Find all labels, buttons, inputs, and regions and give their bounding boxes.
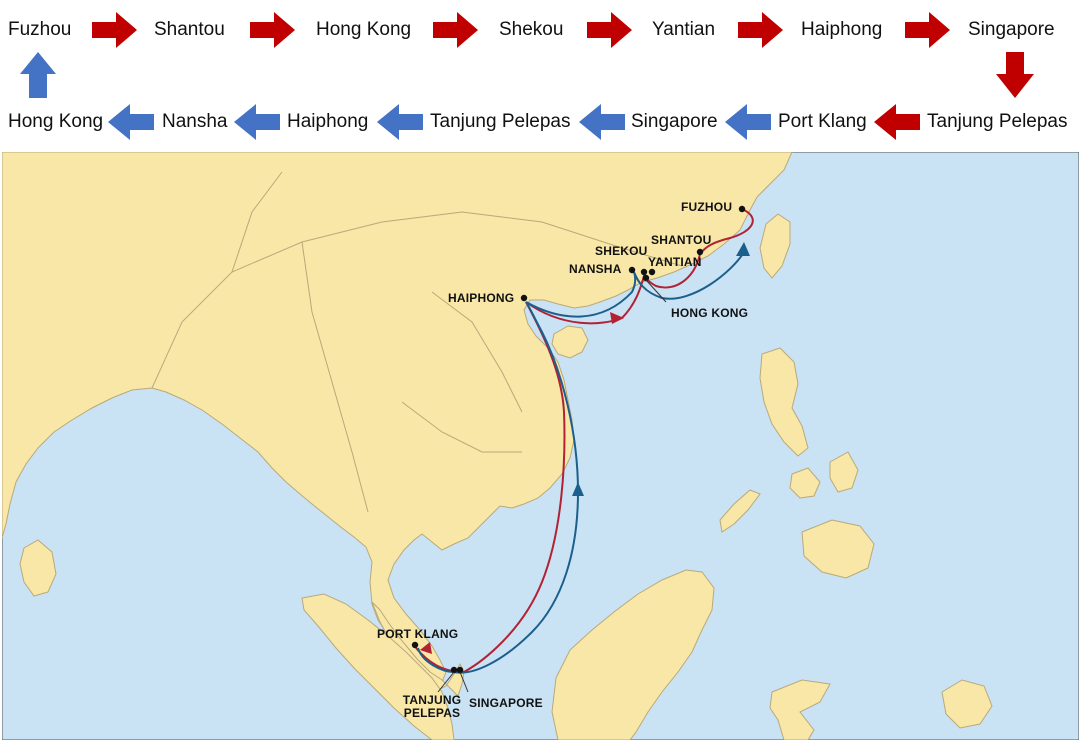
arrow-right-icon: [905, 12, 950, 48]
rotation-port-tanjung-pelepas: Tanjung Pelepas: [927, 111, 1068, 132]
port-dot-shantou: [696, 248, 704, 256]
port-dot-nansha: [628, 266, 636, 274]
rotation-port-singapore: Singapore: [968, 19, 1055, 40]
port-dot-haiphong: [520, 294, 528, 302]
label-leaders: [437, 279, 667, 693]
map-label-fuzhou: FUZHOU: [681, 200, 733, 214]
port-dot-singapore: [456, 666, 464, 674]
rotation-port-tanjung-pelepas-return: Tanjung Pelepas: [430, 111, 571, 132]
return-direction-arrow: [572, 482, 584, 496]
arrow-left-icon: [579, 104, 625, 140]
arrow-up-icon: [20, 52, 56, 98]
visayas: [789, 467, 821, 499]
arrow-right-icon: [250, 12, 295, 48]
sulawesi: [769, 679, 831, 740]
luzon: [759, 347, 809, 457]
port-dot-port-klang: [411, 641, 419, 649]
port-dot-fuzhou: [738, 205, 746, 213]
rotation-port-hong-kong-return: Hong Kong: [8, 111, 104, 132]
arrow-left-icon: [725, 104, 771, 140]
hainan: [551, 325, 589, 359]
palawan: [719, 489, 761, 533]
taiwan: [759, 213, 791, 279]
port-dot-shekou: [640, 268, 648, 276]
return-direction-arrow: [736, 242, 750, 256]
map-label-port-klang: PORT KLANG: [377, 627, 459, 641]
sri-lanka: [19, 539, 57, 597]
rotation-port-shantou: Shantou: [154, 19, 225, 40]
map-label-shekou: SHEKOU: [595, 244, 648, 258]
samar-leyte: [829, 451, 859, 493]
arrow-right-icon: [587, 12, 632, 48]
arrow-left-icon: [377, 104, 423, 140]
map-label-yantian: YANTIAN: [648, 255, 702, 269]
map-canvas: [2, 152, 1079, 740]
map-label-hong-kong: HONG KONG: [671, 306, 749, 320]
rotation-port-shekou: Shekou: [499, 19, 564, 40]
port-rotation: Fuzhou Shantou Hong Kong Shekou Yantian …: [0, 0, 1080, 152]
map-label-haiphong: HAIPHONG: [448, 291, 515, 305]
rotation-port-haiphong-return: Haiphong: [287, 111, 369, 132]
port-dot-hong-kong: [642, 274, 650, 282]
port-dots: [411, 205, 746, 674]
rotation-port-hong-kong: Hong Kong: [316, 19, 412, 40]
arrow-down-icon: [996, 52, 1034, 98]
port-dot-yantian: [648, 268, 656, 276]
sumatra: [301, 593, 455, 740]
country-borders: [151, 171, 683, 513]
outbound-direction-arrow: [610, 312, 624, 324]
borneo: [551, 569, 715, 740]
rotation-port-haiphong: Haiphong: [801, 19, 883, 40]
map-label-nansha: NANSHA: [569, 262, 622, 276]
map-label-shantou: SHANTOU: [651, 233, 712, 247]
rotation-port-yantian: Yantian: [652, 19, 716, 40]
island-east: [941, 679, 993, 729]
route-map: FUZHOU SHANTOU SHEKOU YANTIAN NANSHA HON…: [2, 152, 1079, 740]
port-dot-tanjung-pelepas: [450, 666, 458, 674]
return-route: [417, 251, 745, 674]
arrow-right-icon: [92, 12, 137, 48]
rotation-port-fuzhou: Fuzhou: [8, 19, 72, 40]
mainland-asia: [2, 152, 793, 683]
map-label-tanjung-pelepas: TANJUNG PELEPAS: [402, 693, 462, 720]
rotation-port-nansha: Nansha: [162, 111, 228, 132]
map-label-singapore: SINGAPORE: [469, 696, 543, 710]
rotation-port-port-klang: Port Klang: [778, 111, 867, 132]
arrow-right-icon: [433, 12, 478, 48]
arrow-left-icon: [234, 104, 280, 140]
mindanao: [801, 519, 875, 579]
arrow-left-icon: [874, 104, 920, 140]
arrow-left-icon: [108, 104, 154, 140]
rotation-port-singapore-return: Singapore: [631, 111, 718, 132]
outbound-direction-arrow: [420, 642, 432, 654]
arrow-right-icon: [738, 12, 783, 48]
